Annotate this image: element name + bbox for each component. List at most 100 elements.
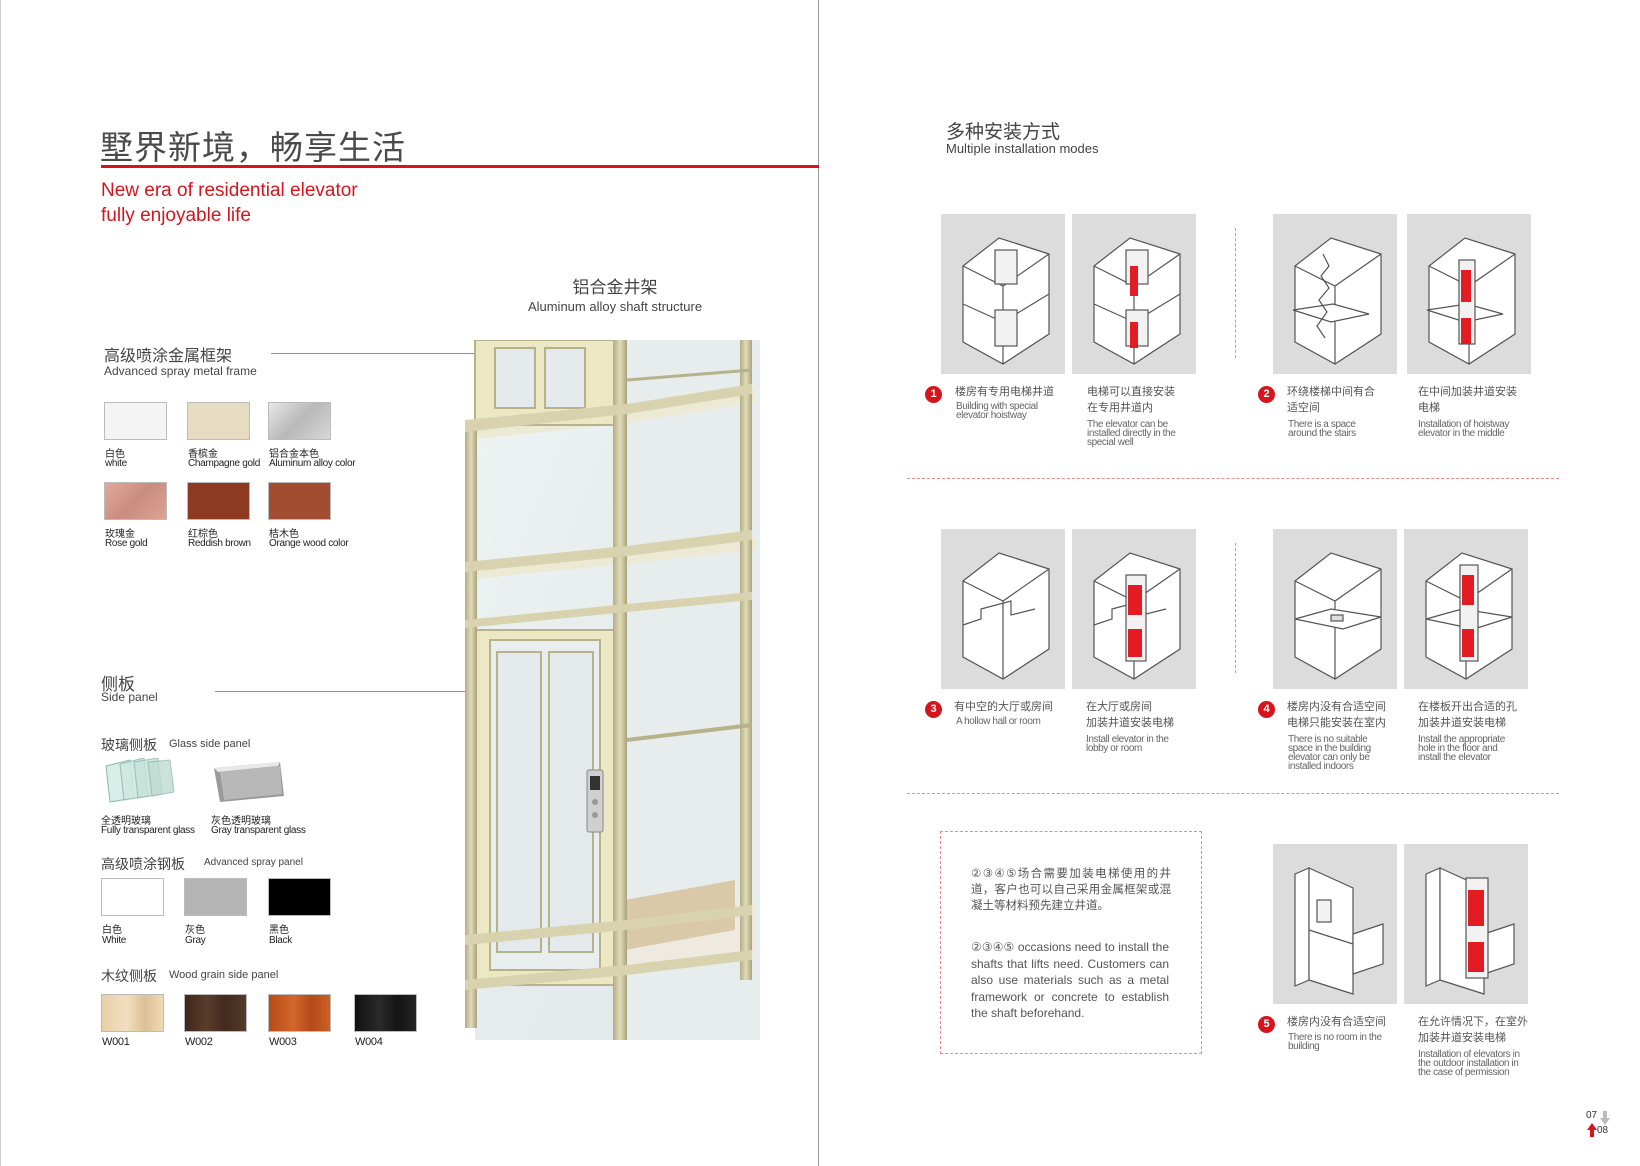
steel-label-en: Gray <box>185 935 206 946</box>
steel-label-en: White <box>102 935 127 946</box>
glass-transparent-image <box>100 757 176 804</box>
mode-1-b-zh-2: 在专用井道内 <box>1087 401 1153 414</box>
swatch-label-en: Orange wood color <box>269 538 349 549</box>
mode-4-b-en: Install the appropriate hole in the floo… <box>1418 734 1505 763</box>
mode-2-after-illustration <box>1407 214 1531 374</box>
row-divider <box>907 793 1559 794</box>
mode-2-a-en: There is a space around the stairs <box>1288 419 1356 439</box>
mode-3-b-en: Install elevator in the lobby or room <box>1086 734 1169 754</box>
steel-label-zh: 灰色 <box>185 925 205 936</box>
mode-number-badge: 4 <box>1258 701 1275 718</box>
swatch-wood-w002 <box>184 994 247 1032</box>
mode-1-a-zh: 楼房有专用电梯井道 <box>955 385 1054 398</box>
frame-title-en: Advanced spray metal frame <box>104 364 257 378</box>
glass-label-zh: 灰色透明玻璃 <box>211 816 271 827</box>
swatch-label-zh: 桔木色 <box>269 529 299 540</box>
swatch-label-en: white <box>105 458 127 469</box>
side-panel-title-zh: 侧板 <box>101 675 135 695</box>
swatch-frame-champagne <box>187 402 250 440</box>
swatch-label-zh: 铝合金本色 <box>269 449 319 460</box>
swatch-label-zh: 香槟金 <box>188 449 218 460</box>
glass-title-en: Glass side panel <box>169 738 251 750</box>
mode-5-before-illustration <box>1273 844 1397 1004</box>
swatch-label-en: Champagne gold <box>188 458 260 469</box>
wood-code: W004 <box>355 1036 383 1048</box>
note-text-zh: ②③④⑤场合需要加装电梯使用的井道，客户也可以自己采用金属框架或混凝土等材料预先… <box>971 866 1171 912</box>
swatch-steel-gray <box>184 878 247 916</box>
swatch-label-zh: 红棕色 <box>188 529 218 540</box>
mode-3-a-zh: 有中空的大厅或房间 <box>954 700 1053 713</box>
page-title-en-2: fully enjoyable life <box>101 205 251 226</box>
mode-1-after-illustration <box>1072 214 1196 374</box>
mode-1-b-zh-1: 电梯可以直接安装 <box>1087 385 1175 398</box>
title-underline <box>101 165 819 168</box>
swatch-frame-aluminum <box>268 402 331 440</box>
glass-label-zh: 全透明玻璃 <box>101 816 151 827</box>
glass-label-en: Fully transparent glass <box>101 825 195 836</box>
mode-3-before-illustration <box>941 529 1065 689</box>
arrow-up-icon <box>1587 1122 1597 1137</box>
mode-4-b-zh-2: 加装井道安装电梯 <box>1418 716 1506 729</box>
glass-gray-image <box>210 760 286 804</box>
swatch-frame-reddish-brown <box>187 482 250 520</box>
mode-number-badge: 3 <box>925 701 942 718</box>
swatch-steel-black <box>268 878 331 916</box>
mode-5-b-zh-1: 在允许情况下，在室外 <box>1418 1015 1528 1028</box>
arrow-down-icon <box>1600 1110 1610 1125</box>
wood-title-zh: 木纹侧板 <box>101 969 157 985</box>
installation-title-zh: 多种安装方式 <box>946 121 1061 143</box>
mode-3-a-en: A hollow hall or room <box>956 716 1041 727</box>
swatch-frame-rose-gold <box>104 482 167 520</box>
page-title-zh: 墅界新境，畅享生活 <box>100 128 406 167</box>
mode-4-a-en: There is no suitable space in the buildi… <box>1288 734 1371 772</box>
mode-2-b-zh-1: 在中间加装井道安装 <box>1418 385 1517 398</box>
column-divider <box>1235 228 1236 358</box>
mode-3-after-illustration <box>1072 529 1196 689</box>
wood-title-en: Wood grain side panel <box>169 969 279 981</box>
mode-5-after-illustration <box>1404 844 1528 1004</box>
mode-1-before-illustration <box>941 214 1065 374</box>
mode-2-a-zh-2: 适空间 <box>1287 401 1320 414</box>
mode-2-before-illustration <box>1273 214 1397 374</box>
mode-1-b-en: The elevator can be installed directly i… <box>1087 419 1176 448</box>
mode-1-a-en: Building with special elevator hoistway <box>956 401 1038 421</box>
glass-label-en: Gray transparent glass <box>211 825 306 836</box>
mode-3-b-zh-1: 在大厅或房间 <box>1086 700 1152 713</box>
mode-4-before-illustration <box>1273 529 1397 689</box>
mode-5-b-en: Installation of elevators in the outdoor… <box>1418 1049 1520 1078</box>
side-panel-title-en: Side panel <box>101 690 158 704</box>
mode-number-badge: 1 <box>925 386 942 403</box>
steel-title-en: Advanced spray panel <box>204 857 303 868</box>
side-panel-leader-line <box>215 691 656 692</box>
shaft-title-en: Aluminum alloy shaft structure <box>527 299 703 314</box>
steel-label-en: Black <box>269 935 292 946</box>
note-box <box>940 831 1202 1054</box>
swatch-label-en: Rose gold <box>105 538 148 549</box>
page-edge <box>0 0 1 1166</box>
mode-3-b-zh-2: 加装井道安装电梯 <box>1086 716 1174 729</box>
page-spine <box>818 0 819 1166</box>
page-number-bottom: 08 <box>1597 1125 1609 1136</box>
frame-leader-line <box>271 353 477 354</box>
swatch-frame-orange-wood <box>268 482 331 520</box>
mode-4-a-zh-1: 楼房内没有合适空间 <box>1287 700 1386 713</box>
mode-4-b-zh-1: 在楼板开出合适的孔 <box>1418 700 1517 713</box>
mode-number-badge: 2 <box>1258 386 1275 403</box>
swatch-wood-w004 <box>354 994 417 1032</box>
steel-label-zh: 黑色 <box>269 925 289 936</box>
row-divider <box>907 478 1559 479</box>
wood-code: W001 <box>102 1036 130 1048</box>
shaft-title-zh: 铝合金井架 <box>572 278 658 298</box>
mode-4-after-illustration <box>1404 529 1528 689</box>
column-divider <box>1235 543 1236 673</box>
mode-2-b-zh-2: 电梯 <box>1418 401 1440 414</box>
mode-2-a-zh-1: 环绕楼梯中间有合 <box>1287 385 1375 398</box>
elevator-shaft-illustration <box>455 339 760 1045</box>
installation-title-en: Multiple installation modes <box>946 141 1099 156</box>
wood-code: W002 <box>185 1036 213 1048</box>
steel-title-zh: 高级喷涂钢板 <box>101 857 185 873</box>
mode-number-badge: 5 <box>1258 1016 1275 1033</box>
page-title-en-1: New era of residential elevator <box>101 180 358 201</box>
swatch-label-en: Aluminum alloy color <box>269 458 356 469</box>
swatch-label-zh: 白色 <box>105 449 125 460</box>
